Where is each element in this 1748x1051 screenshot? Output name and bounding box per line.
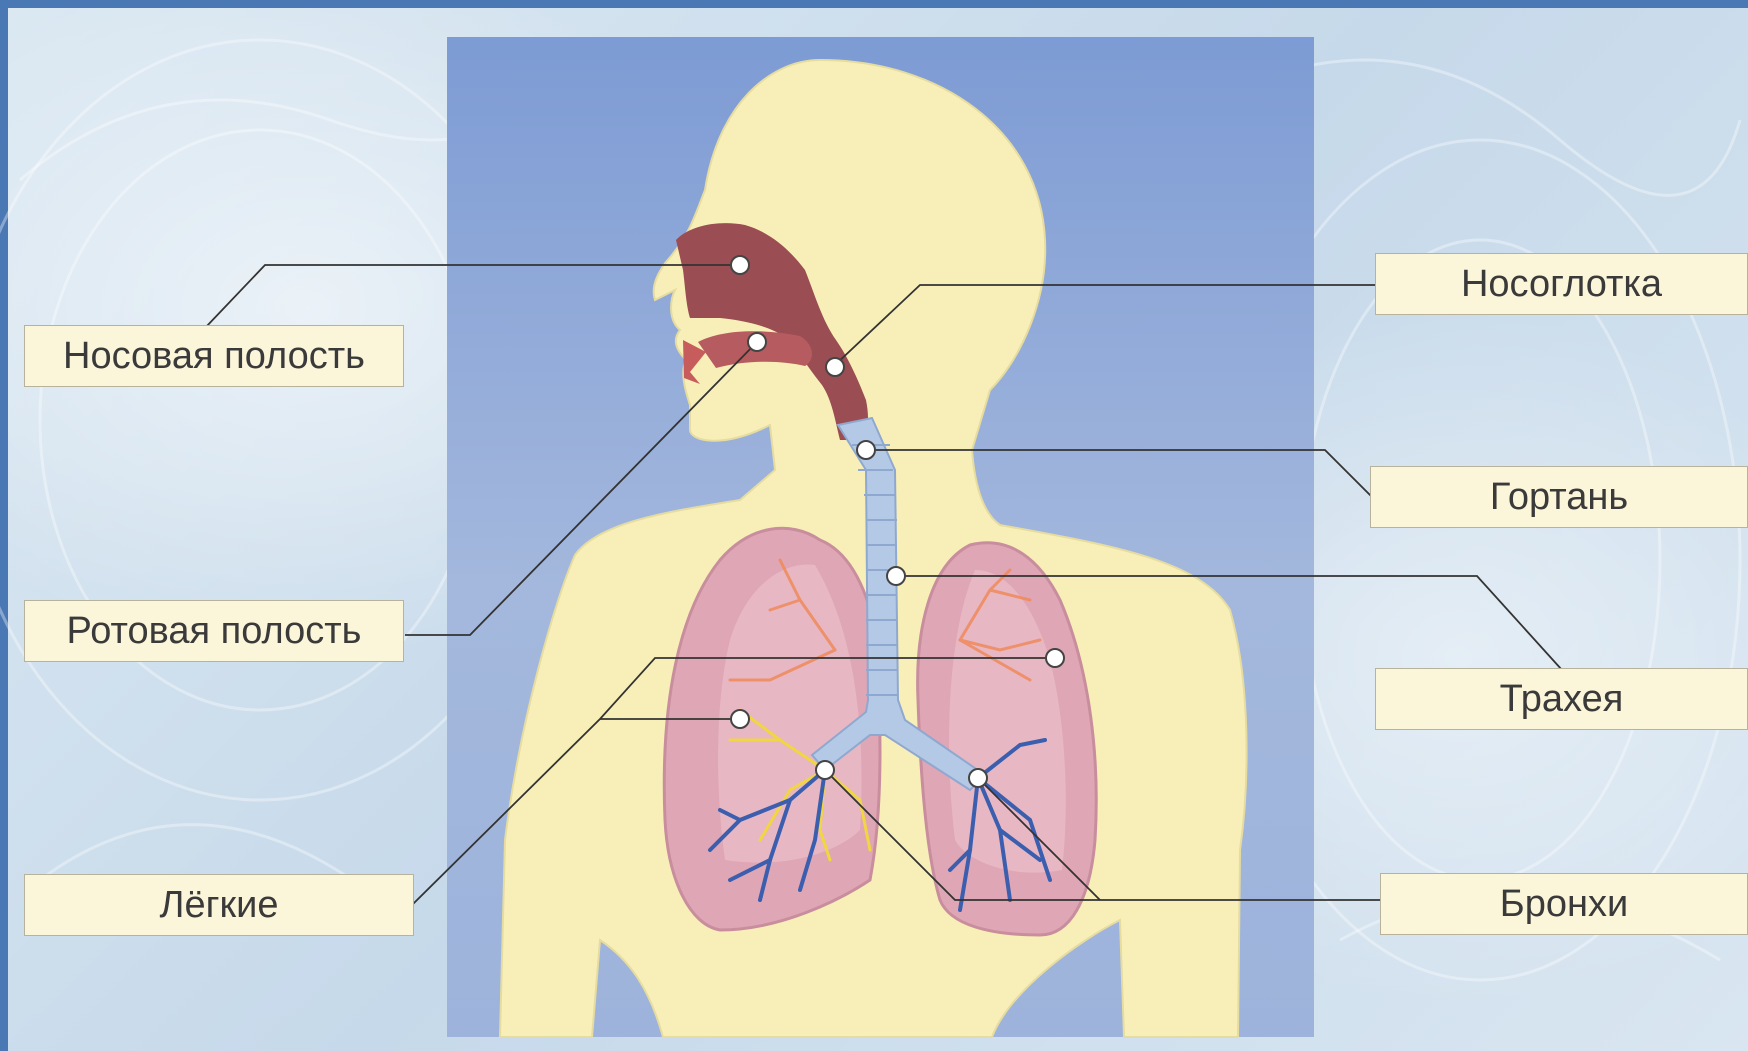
marker-lung-left [731, 710, 749, 728]
marker-bronchi-right [969, 769, 987, 787]
marker-larynx [857, 441, 875, 459]
marker-trachea [887, 567, 905, 585]
marker-bronchi-left [816, 761, 834, 779]
label-nasopharynx: Носоглотка [1375, 253, 1748, 315]
label-nasal-cavity: Носовая полость [24, 325, 404, 387]
label-larynx: Гортань [1370, 466, 1748, 528]
marker-nasal-cavity [731, 256, 749, 274]
label-bronchi: Бронхи [1380, 873, 1748, 935]
marker-oral-cavity [748, 333, 766, 351]
marker-lung-right [1046, 649, 1064, 667]
label-trachea: Трахея [1375, 668, 1748, 730]
label-lungs: Лёгкие [24, 874, 414, 936]
marker-nasopharynx [826, 358, 844, 376]
label-oral-cavity: Ротовая полость [24, 600, 404, 662]
